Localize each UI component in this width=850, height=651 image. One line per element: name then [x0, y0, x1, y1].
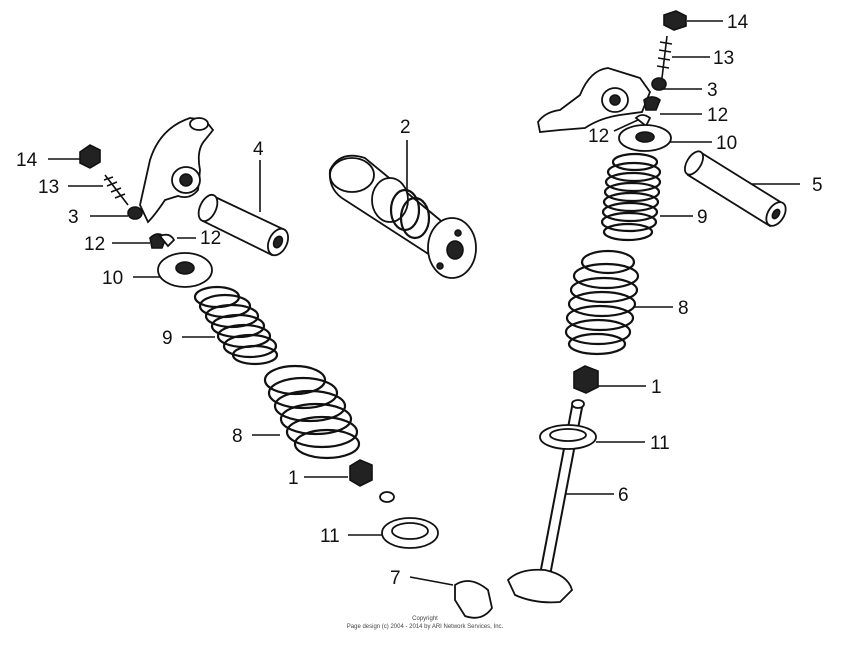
- callout-1-right: 1: [651, 377, 662, 398]
- left-valve-cotters: [149, 233, 176, 249]
- callout-11-left: 11: [320, 526, 340, 547]
- right-rocker-arm: [537, 67, 652, 133]
- right-stem-seal: [573, 365, 599, 394]
- left-stem-seal: [349, 459, 373, 487]
- callout-1-left: 1: [288, 468, 299, 489]
- callout-3-left: 3: [68, 207, 79, 228]
- callout-14-right: 14: [727, 12, 749, 33]
- callout-5: 5: [812, 175, 823, 196]
- callout-12-left-b: 12: [200, 228, 221, 249]
- left-inner-spring: [193, 285, 279, 366]
- right-valve-cotters: [634, 96, 661, 128]
- leader-lines: [48, 20, 800, 586]
- left-spring-retainer: [157, 252, 213, 288]
- right-inner-spring: [600, 152, 662, 242]
- callout-13-left: 13: [38, 177, 59, 198]
- callout-9-left: 9: [162, 328, 173, 349]
- callout-8-left: 8: [232, 426, 243, 447]
- callout-14-left: 14: [16, 150, 38, 171]
- right-valve-washer: [539, 424, 597, 450]
- copyright-line-1: Copyright: [412, 616, 438, 622]
- callout-9-right: 9: [697, 207, 708, 228]
- callout-3-right: 3: [707, 80, 718, 101]
- right-lock-nut: [663, 10, 687, 31]
- callout-12-left-a: 12: [84, 234, 105, 255]
- left-outer-spring: [263, 364, 361, 460]
- copyright-line-2: Page design (c) 2004 - 2014 by ARI Netwo…: [347, 624, 504, 630]
- callout-7: 7: [390, 568, 401, 589]
- callout-11-right: 11: [650, 433, 670, 454]
- right-spring-retainer: [618, 124, 672, 152]
- left-rocker-shaft: [197, 193, 289, 257]
- left-lock-nut: [79, 144, 101, 169]
- callout-4: 4: [253, 139, 264, 160]
- right-adjusting-screw: [651, 35, 673, 91]
- callout-8-right: 8: [678, 298, 689, 319]
- callout-12-right-b: 12: [588, 126, 609, 147]
- callout-10-right: 10: [716, 133, 737, 154]
- callout-labels: 14 13 3 12 12 10 9 8 1 11 7 4 2 14 13 3 …: [16, 12, 823, 589]
- left-valve-washer: [381, 517, 439, 549]
- callout-13-right: 13: [713, 48, 734, 69]
- callout-2: 2: [400, 117, 411, 138]
- camshaft: [328, 154, 477, 279]
- right-rocker-shaft: [684, 150, 787, 228]
- callout-12-right-a: 12: [707, 105, 728, 126]
- copyright-notice: Copyright Page design (c) 2004 - 2014 by…: [347, 616, 504, 630]
- left-exhaust-valve: [379, 491, 493, 619]
- left-rocker-arm: [139, 117, 215, 224]
- right-outer-spring: [564, 249, 640, 356]
- callout-6: 6: [618, 485, 629, 506]
- callout-10-left: 10: [102, 268, 123, 289]
- left-adjusting-screw: [103, 174, 143, 220]
